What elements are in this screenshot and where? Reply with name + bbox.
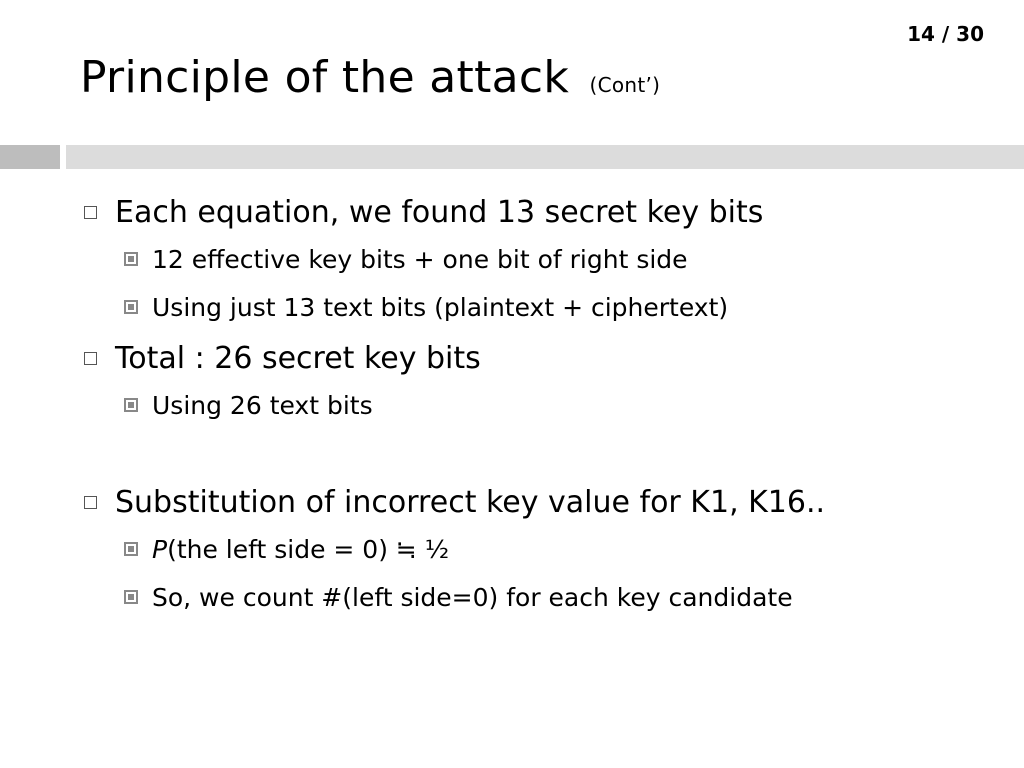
sub-bullet-text: So, we count #(left side=0) for each key… [152, 582, 793, 612]
sub-bullet-item: P(the left side = 0) ≒ ½ [84, 525, 994, 573]
sub-bullet-text: P(the left side = 0) ≒ ½ [152, 535, 449, 564]
filled-square-bullet-icon [124, 300, 138, 314]
filled-square-bullet-icon [124, 252, 138, 266]
bullet-text: Substitution of incorrect key value for … [115, 484, 826, 520]
bullet-item: Total : 26 secret key bits [84, 335, 994, 381]
page-number: 14 / 30 [907, 22, 984, 46]
slide-title: Principle of the attack (Cont’) [80, 52, 660, 103]
header-bar-accent [0, 145, 60, 169]
probability-expression: (the left side = 0) ≒ ½ [167, 534, 450, 564]
sub-bullet-item: Using 26 text bits [84, 381, 994, 429]
sub-bullet-item: Using just 13 text bits (plaintext + cip… [84, 283, 994, 331]
square-bullet-icon [84, 351, 97, 365]
bullet-list: Each equation, we found 13 secret key bi… [84, 185, 994, 621]
filled-square-bullet-icon [124, 590, 138, 604]
sub-bullet-item: 12 effective key bits + one bit of right… [84, 235, 994, 283]
bullet-text: Each equation, we found 13 secret key bi… [115, 194, 764, 230]
bullet-item: Each equation, we found 13 secret key bi… [84, 189, 994, 235]
sub-bullet-text: 12 effective key bits + one bit of right… [152, 244, 688, 274]
sub-bullet-item: So, we count #(left side=0) for each key… [84, 573, 994, 621]
sub-bullet-text: Using just 13 text bits (plaintext + cip… [152, 292, 729, 322]
filled-square-bullet-icon [124, 398, 138, 412]
filled-square-bullet-icon [124, 542, 138, 556]
header-bar [66, 145, 1024, 169]
title-subtitle: (Cont’) [589, 73, 661, 97]
sub-bullet-text: Using 26 text bits [152, 390, 373, 420]
square-bullet-icon [84, 205, 97, 219]
probability-symbol: P [152, 534, 168, 564]
bullet-item: Substitution of incorrect key value for … [84, 479, 994, 525]
bullet-text: Total : 26 secret key bits [115, 340, 481, 376]
square-bullet-icon [84, 495, 97, 509]
title-text: Principle of the attack [80, 52, 570, 103]
